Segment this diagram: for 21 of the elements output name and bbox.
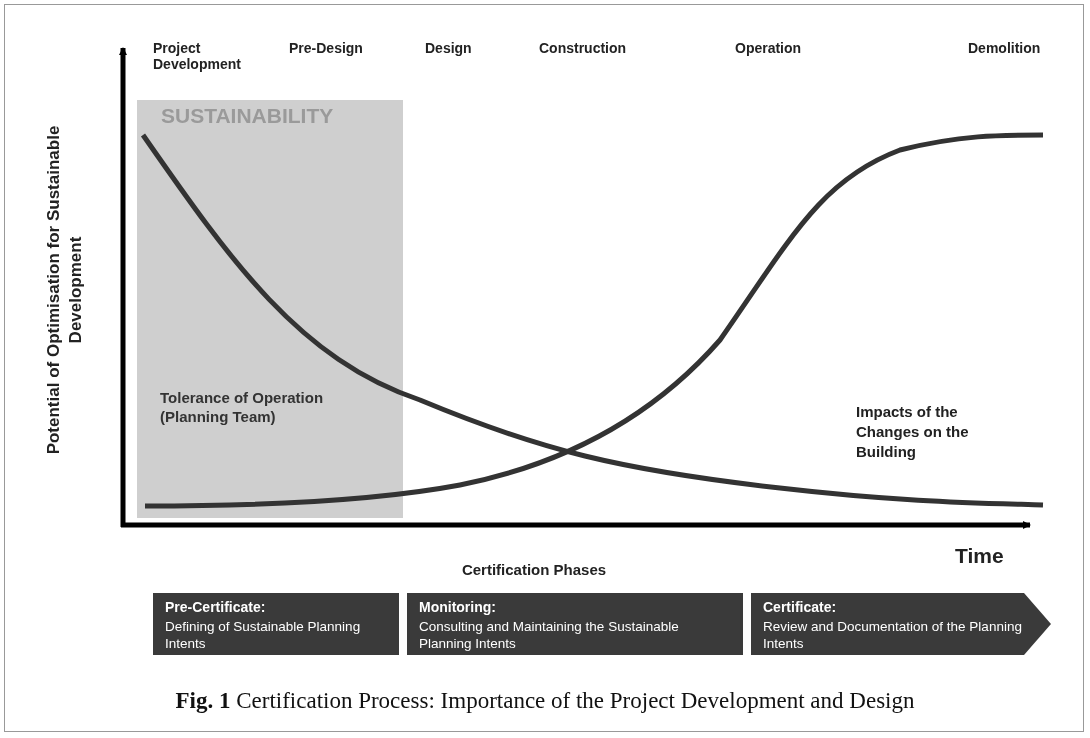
figure-caption: Fig. 1 Certification Process: Importance of the Project Development and Design	[174, 688, 916, 714]
phase-heading: Pre-Design	[289, 40, 364, 56]
axis-title: Time	[955, 548, 1005, 564]
curve-label: Impacts of the Changes on the Building	[856, 402, 970, 462]
axis-title: Potential of Optimisation for Sustainable Development	[43, 125, 86, 455]
section-heading: Certification Phases	[460, 562, 608, 578]
phase-heading: Construction	[539, 40, 628, 56]
phase-title: Monitoring:	[419, 599, 497, 615]
phase-heading: Demolition	[968, 40, 1042, 56]
phase-heading: Design	[425, 40, 473, 56]
phase-description: Review and Documentation of the Planning Intents	[763, 618, 1023, 652]
region-note: Tolerance of Operation (Planning Team)	[160, 388, 325, 426]
phase-title: Certificate:	[763, 599, 838, 615]
phase-description: Consulting and Maintaining the Sustainable Planning Intents	[419, 618, 680, 652]
phase-description: Defining of Sustainable Planning Intents	[165, 618, 362, 652]
phase-box	[407, 593, 743, 655]
phase-heading: Project Development	[153, 40, 242, 72]
phase-title: Pre-Certificate:	[165, 599, 267, 615]
shaded-region	[137, 100, 403, 518]
phase-box	[153, 593, 399, 655]
phase-heading: Operation	[735, 40, 803, 56]
